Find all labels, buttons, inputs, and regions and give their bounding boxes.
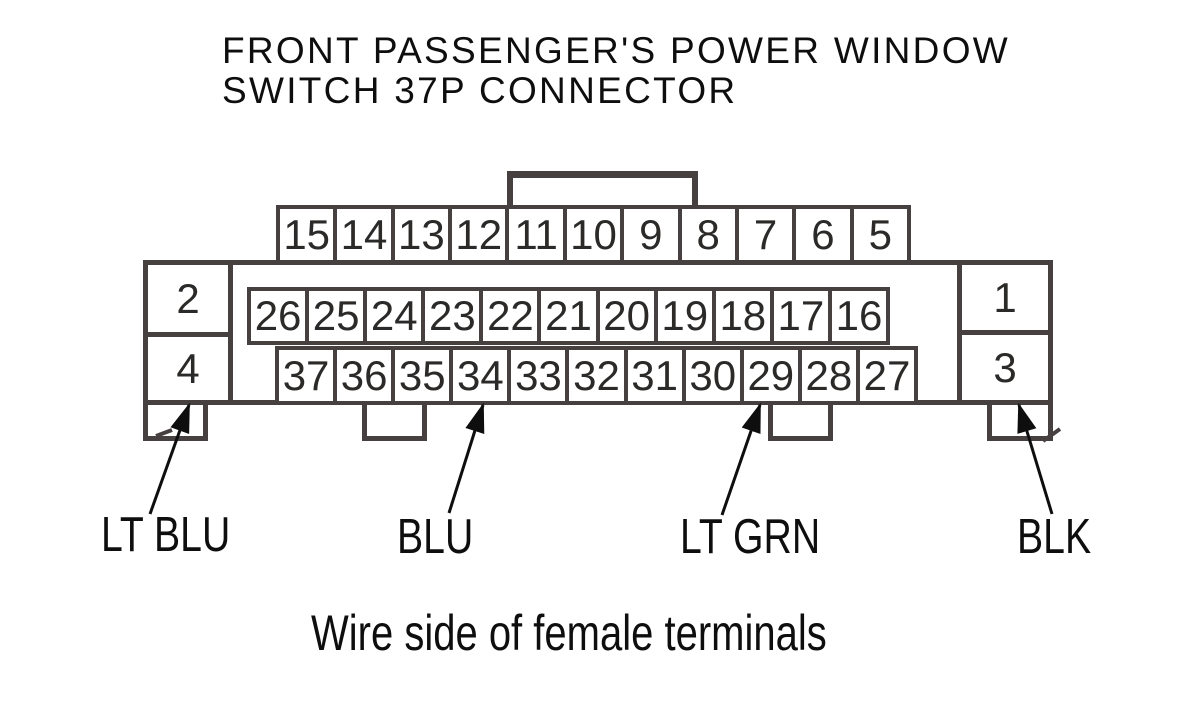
title-line-2: SWITCH 37P CONNECTOR <box>222 70 738 111</box>
diagram-title: FRONT PASSENGER'S POWER WINDOW SWITCH 37… <box>222 31 1010 111</box>
pin-cell: 6 <box>792 205 854 264</box>
pin-cell: 22 <box>479 287 542 345</box>
pin-cell: 31 <box>623 346 686 405</box>
pin-cell: 28 <box>797 346 860 405</box>
pin-cell: 8 <box>677 205 739 264</box>
pin-cell: 7 <box>734 205 797 264</box>
pin-cell: 30 <box>681 346 744 405</box>
connector-foot <box>768 405 833 441</box>
title-line-1: FRONT PASSENGER'S POWER WINDOW <box>222 30 1011 71</box>
connector-latch <box>507 171 698 216</box>
connector-foot <box>987 405 1053 441</box>
pin-cell: 26 <box>247 287 310 345</box>
arrow-lt-grn <box>720 402 762 516</box>
pin-cell: 19 <box>653 287 716 345</box>
pin-cell: 37 <box>275 346 338 405</box>
pin-cell: 24 <box>363 287 426 345</box>
connector-foot <box>143 405 208 441</box>
pin-cell: 25 <box>305 287 368 345</box>
pin-cell: 15 <box>276 205 338 264</box>
pin-cell: 21 <box>537 287 600 345</box>
pin-cell: 14 <box>333 205 395 264</box>
pin-cell: 27 <box>855 346 919 405</box>
pin-cell: 34 <box>449 346 512 405</box>
pin-cell: 23 <box>421 287 484 345</box>
pin-cell: 11 <box>505 205 567 264</box>
connector-foot <box>362 405 427 441</box>
pin-cell: 13 <box>390 205 453 264</box>
caption-text: Wire side of female terminals <box>311 605 827 661</box>
arrow-blu <box>447 402 485 514</box>
pin-cell: 5 <box>849 205 911 264</box>
pin-cell-4: 4 <box>143 332 233 405</box>
wire-label-lt-grn: LT GRN <box>680 510 821 564</box>
pin-cell: 29 <box>739 346 802 405</box>
pin-cell: 35 <box>391 346 454 405</box>
pin-cell: 10 <box>562 205 625 264</box>
pin-cell: 36 <box>333 346 396 405</box>
pin-cell-2: 2 <box>143 260 233 337</box>
pin-cell: 32 <box>565 346 628 405</box>
pin-cell-1: 1 <box>957 260 1053 335</box>
wire-label-blk: BLK <box>1017 510 1092 564</box>
pin-cell: 16 <box>827 287 891 345</box>
pin-cell: 9 <box>620 205 682 264</box>
pin-cell: 17 <box>769 287 832 345</box>
pin-cell-3: 3 <box>957 330 1053 405</box>
pin-cell: 33 <box>507 346 570 405</box>
wire-label-lt-blu: LT BLU <box>101 508 231 562</box>
wire-label-blu: BLU <box>397 510 474 564</box>
pin-cell: 18 <box>711 287 774 345</box>
pin-cell: 12 <box>448 205 510 264</box>
pin-cell: 20 <box>595 287 658 345</box>
